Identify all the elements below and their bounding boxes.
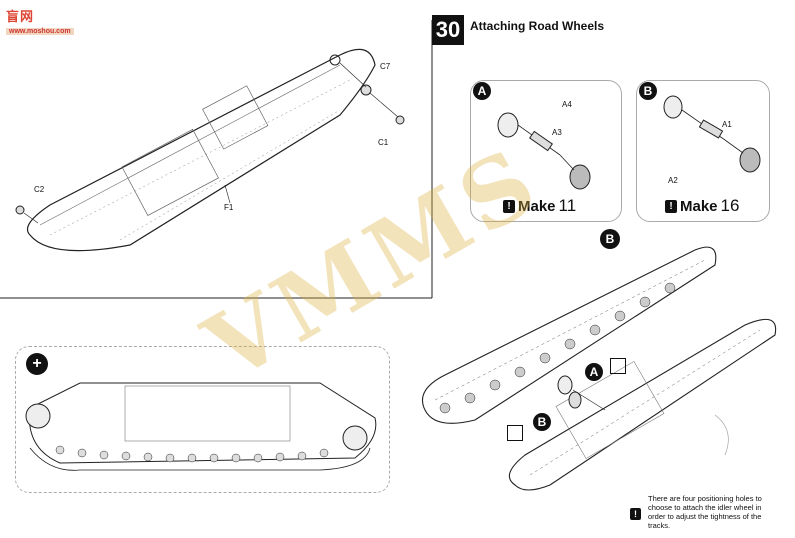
hull-side-panel-drawing — [15, 48, 405, 252]
part-label-c2: C2 — [34, 185, 45, 194]
step-title: Attaching Road Wheels — [470, 19, 605, 33]
panel-a-tag: A — [473, 82, 491, 100]
wheel-b-drawing — [663, 95, 761, 173]
assembly-note: There are four positioning holes to choo… — [648, 494, 762, 530]
part-label-a3: A3 — [552, 128, 562, 137]
part-label-a4: A4 — [562, 100, 572, 109]
panel-b-tag: B — [639, 82, 657, 100]
hull-assembly-drawing — [421, 246, 777, 491]
assembly-tag-b: B — [533, 413, 551, 431]
part-label-a1: A1 — [722, 120, 732, 129]
make-count-a: ! Make 11 — [503, 196, 576, 216]
crossed-box-icon — [507, 425, 523, 441]
zoom-icon: + — [26, 353, 48, 375]
assembly-tag-b-top: B — [600, 229, 620, 249]
sub-assembly-panel-a — [470, 80, 622, 222]
warning-icon: ! — [503, 199, 515, 213]
part-label-a2: A2 — [668, 176, 678, 185]
make-count-b: ! Make 16 — [665, 196, 739, 216]
part-label-c7: C7 — [380, 62, 391, 71]
part-label-c1: C1 — [378, 138, 389, 147]
part-label-f1: F1 — [224, 203, 234, 212]
warning-icon: ! — [630, 508, 641, 520]
warning-icon: ! — [665, 199, 677, 213]
step-number: 30 — [432, 15, 464, 45]
crossed-box-icon — [610, 358, 626, 374]
wheel-a-drawing — [497, 112, 591, 190]
assembly-tag-a: A — [585, 363, 603, 381]
site-logo: 盲网 — [6, 9, 35, 24]
tank-side-view-drawing — [25, 382, 377, 471]
site-url: www.moshou.com — [6, 28, 74, 35]
